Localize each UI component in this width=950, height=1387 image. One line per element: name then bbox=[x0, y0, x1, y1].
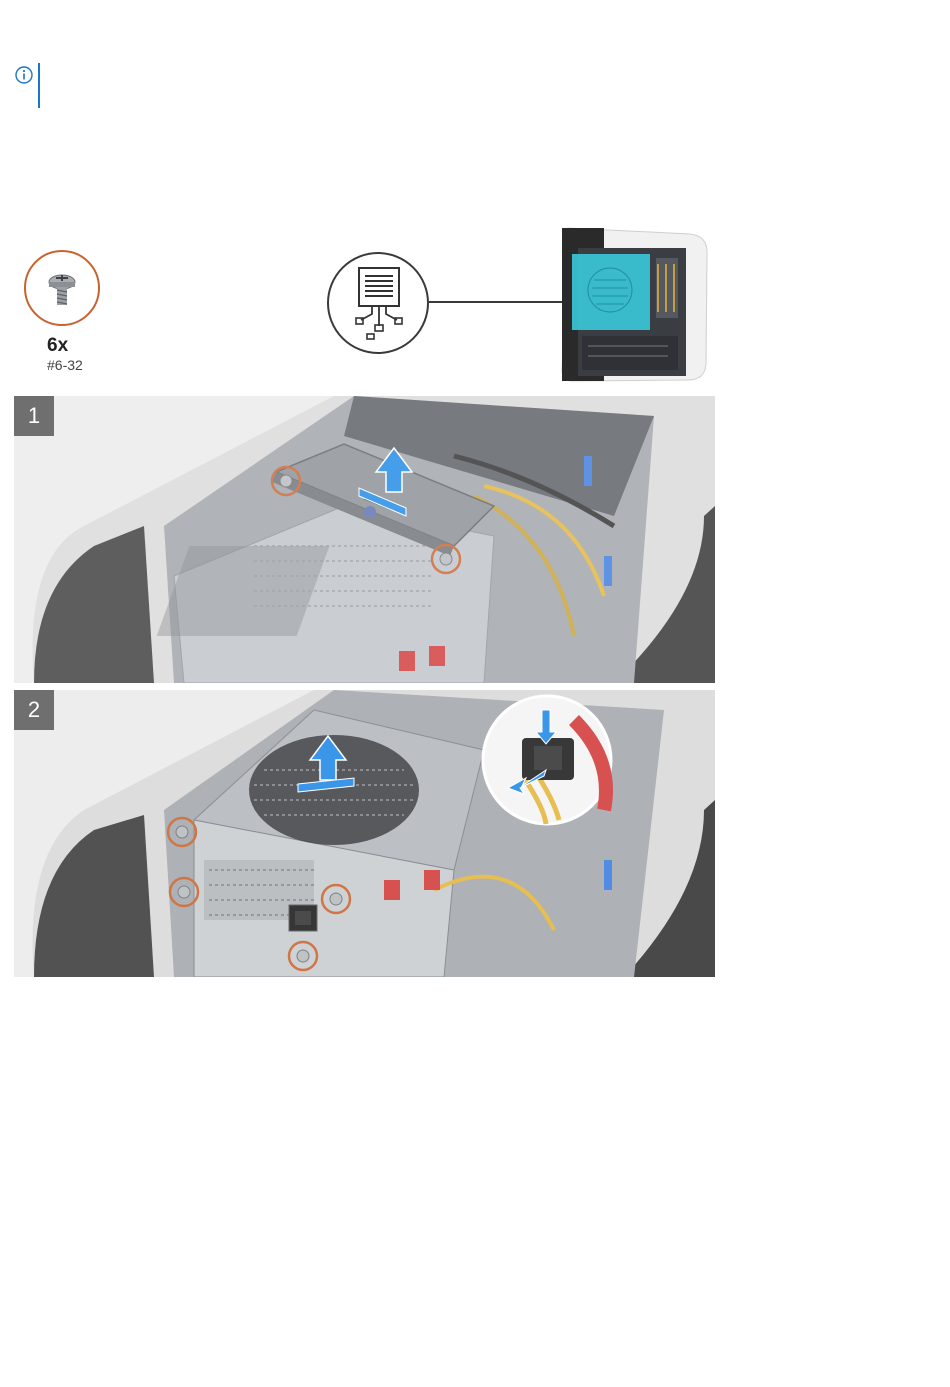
step-1-badge: 1 bbox=[14, 396, 54, 436]
note-rule bbox=[38, 63, 40, 108]
step-1-illustration: 1 bbox=[14, 396, 715, 683]
step-2-illustration: 2 bbox=[14, 690, 715, 977]
screw-spec: #6-32 bbox=[47, 357, 83, 373]
screw-callout bbox=[24, 250, 100, 326]
computer-location-thumbnail bbox=[558, 224, 708, 382]
screw-count: 6x bbox=[47, 335, 68, 357]
screw-icon bbox=[26, 252, 98, 324]
component-locator-circle bbox=[327, 252, 429, 354]
power-supply-icon bbox=[329, 254, 427, 352]
step-2-badge: 2 bbox=[14, 690, 54, 730]
info-icon bbox=[15, 66, 33, 84]
